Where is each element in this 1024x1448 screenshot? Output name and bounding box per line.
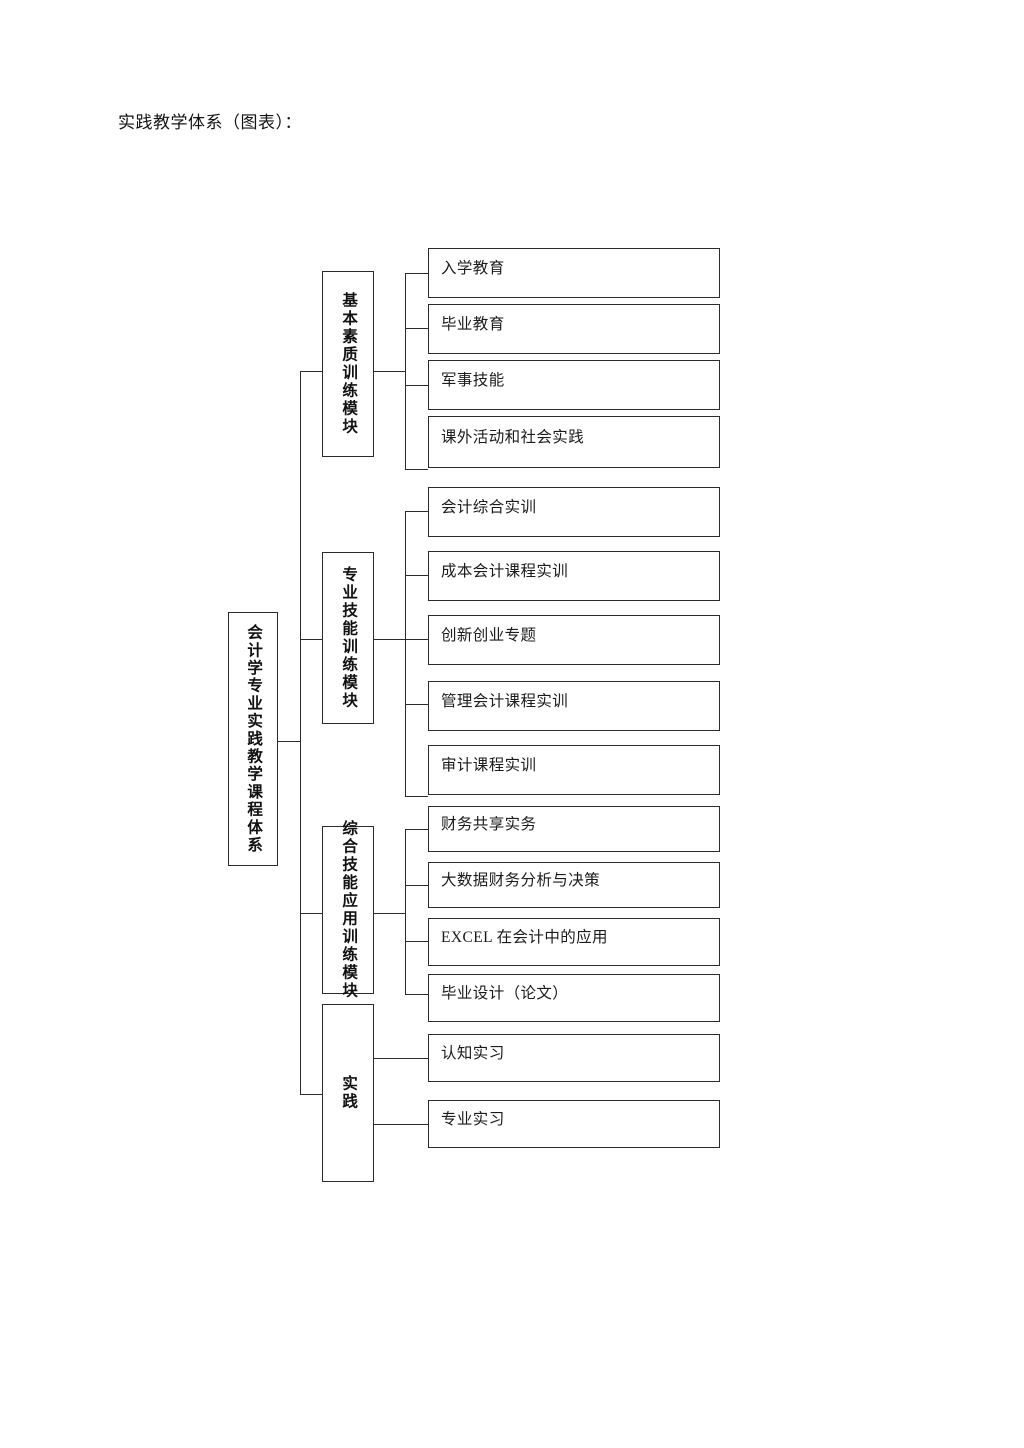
branch-to-module-3 <box>300 913 322 914</box>
module-3-leaf-connector-4 <box>405 994 428 995</box>
leaf-node[interactable]: 会计综合实训 <box>428 487 720 537</box>
module-4-leaf-connector-1 <box>374 1058 428 1059</box>
module-2-spine-stub <box>374 639 405 640</box>
leaf-node[interactable]: 课外活动和社会实践 <box>428 416 720 468</box>
module-2-leaf-connector-2 <box>405 575 428 576</box>
leaf-node[interactable]: 毕业教育 <box>428 304 720 354</box>
leaf-node-label: 课外活动和社会实践 <box>441 429 585 447</box>
leaf-node[interactable]: 成本会计课程实训 <box>428 551 720 601</box>
leaf-node-label: 创新创业专题 <box>441 627 537 645</box>
leaf-node-label: 审计课程实训 <box>441 757 537 775</box>
module-2-leaf-connector-3 <box>405 639 428 640</box>
root-node-label: 会计学专业实践教学课程体系 <box>245 623 263 855</box>
module-3-spine-stub <box>374 913 405 914</box>
module-node-1[interactable]: 基本素质训练模块 <box>322 271 374 457</box>
leaf-node-label: 入学教育 <box>441 260 505 278</box>
leaf-node-label: 会计综合实训 <box>441 499 537 517</box>
module-node-2[interactable]: 专业技能训练模块 <box>322 552 374 724</box>
branch-to-module-2 <box>300 639 322 640</box>
root-node[interactable]: 会计学专业实践教学课程体系 <box>228 612 278 866</box>
leaf-node-label: 管理会计课程实训 <box>441 693 569 711</box>
leaf-node-label: 专业实习 <box>441 1111 505 1129</box>
module-3-leaf-connector-3 <box>405 941 428 942</box>
module-2-leaf-connector-1 <box>405 511 428 512</box>
leaf-node-label: 成本会计课程实训 <box>441 563 569 581</box>
leaf-node-label: 认知实习 <box>441 1045 505 1063</box>
module-3-spine <box>405 829 406 994</box>
module-3-leaf-connector-2 <box>405 885 428 886</box>
module-1-leaf-connector-1 <box>405 273 428 274</box>
leaf-node[interactable]: 财务共享实务 <box>428 806 720 852</box>
module-2-leaf-connector-5 <box>405 796 428 797</box>
module-node-4-label: 实践 <box>340 1075 358 1111</box>
leaf-node[interactable]: 认知实习 <box>428 1034 720 1082</box>
module-1-spine <box>405 273 406 469</box>
leaf-node[interactable]: 专业实习 <box>428 1100 720 1148</box>
leaf-node-label: 财务共享实务 <box>441 816 537 834</box>
module-2-leaf-connector-4 <box>405 704 428 705</box>
module-1-spine-stub <box>374 371 405 372</box>
leaf-node[interactable]: 毕业设计（论文） <box>428 974 720 1022</box>
branch-to-module-1 <box>300 371 322 372</box>
leaf-node-label: 大数据财务分析与决策 <box>441 872 601 890</box>
leaf-node-label: EXCEL 在会计中的应用 <box>441 929 608 947</box>
module-1-leaf-connector-3 <box>405 385 428 386</box>
leaf-node[interactable]: 大数据财务分析与决策 <box>428 862 720 908</box>
module-3-leaf-connector-1 <box>405 829 428 830</box>
leaf-node[interactable]: 管理会计课程实训 <box>428 681 720 731</box>
leaf-node[interactable]: 军事技能 <box>428 360 720 410</box>
module-node-4[interactable]: 实践 <box>322 1004 374 1182</box>
leaf-node[interactable]: 审计课程实训 <box>428 745 720 795</box>
root-connector-stub <box>278 741 300 742</box>
module-node-3-label: 综合技能应用训练模块 <box>340 820 358 1000</box>
main-spine <box>300 371 301 1094</box>
module-node-1-label: 基本素质训练模块 <box>340 292 358 436</box>
leaf-node[interactable]: EXCEL 在会计中的应用 <box>428 918 720 966</box>
branch-to-module-4 <box>300 1094 322 1095</box>
module-4-leaf-connector-2 <box>374 1124 428 1125</box>
page-title: 实践教学体系（图表）： <box>118 113 302 132</box>
module-node-3[interactable]: 综合技能应用训练模块 <box>322 820 374 1000</box>
leaf-node[interactable]: 入学教育 <box>428 248 720 298</box>
leaf-node-label: 毕业设计（论文） <box>441 985 569 1003</box>
leaf-node-label: 毕业教育 <box>441 316 505 334</box>
module-1-leaf-connector-2 <box>405 328 428 329</box>
leaf-node-label: 军事技能 <box>441 372 505 390</box>
module-1-leaf-connector-4 <box>405 469 428 470</box>
leaf-node[interactable]: 创新创业专题 <box>428 615 720 665</box>
module-2-spine <box>405 511 406 796</box>
module-node-2-label: 专业技能训练模块 <box>340 566 358 710</box>
